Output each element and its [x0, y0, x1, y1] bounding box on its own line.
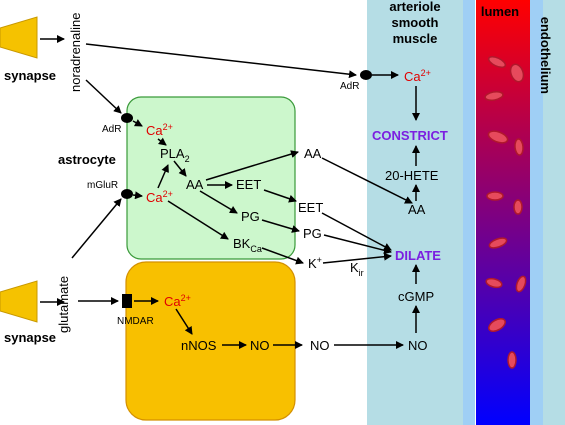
- arrow-adr-ca: [132, 119, 143, 127]
- eet-outside-label: EET: [298, 200, 323, 215]
- no-neuron-label: NO: [250, 338, 270, 353]
- pg-astrocyte-label: PG: [241, 209, 260, 224]
- arteriole-label-line1: arteriole: [389, 0, 440, 14]
- calcium-neuron: Ca2+: [164, 293, 191, 309]
- arrow-eet-dilate: [321, 212, 392, 251]
- arrow-noradrenaline-adr-muscle: [85, 43, 357, 79]
- dilate-label: DILATE: [395, 248, 441, 263]
- arrow-pg-pg: [261, 219, 300, 233]
- red-blood-cell-icon: [514, 138, 524, 156]
- outer-muscle-strip: [543, 0, 565, 425]
- arrow-ca-nnos: [175, 308, 193, 335]
- arrow-noradrenaline-adr-astro: [85, 79, 122, 114]
- lumen-label: lumen: [481, 4, 519, 19]
- trapezoid-terminal-icon: [0, 280, 38, 323]
- arrow-k-dilate: [322, 252, 392, 264]
- black-square-receptor-icon: [122, 294, 132, 308]
- arrow-aa-aa-upper: [205, 150, 299, 181]
- red-blood-cell-icon: [487, 130, 509, 144]
- aa-muscle-label: AA: [408, 202, 426, 217]
- red-blood-cell-icon: [486, 191, 504, 201]
- red-blood-cell-icon: [488, 237, 508, 249]
- arrow-aa-upper-aa-muscle: [321, 157, 413, 204]
- black-oval-receptor-icon: [121, 189, 133, 199]
- red-blood-cell-icon: [507, 351, 517, 369]
- calcium-muscle: Ca2+: [404, 68, 431, 84]
- arrow-pla2-aa: [173, 160, 187, 177]
- adr-astrocyte-label: AdR: [102, 124, 121, 135]
- red-blood-cell-icon: [484, 91, 504, 101]
- endothelium-band-right: [530, 0, 543, 425]
- arrow-ca-pla2-lower: [157, 164, 169, 189]
- synapse-top-label: synapse: [4, 68, 56, 83]
- nnos-label: nNOS: [181, 338, 217, 353]
- trapezoid-terminal-icon: [0, 16, 38, 59]
- arrow-aa-pg: [199, 190, 238, 214]
- black-oval-receptor-icon: [121, 113, 133, 123]
- k-plus-label: K+: [308, 255, 322, 271]
- red-blood-cell-icon: [488, 318, 506, 332]
- adr-muscle-label: AdR: [340, 81, 359, 92]
- pla2-label: PLA2: [160, 146, 190, 164]
- mglur-label: mGluR: [87, 180, 118, 191]
- calcium-astrocyte-lower: Ca2+: [146, 189, 173, 205]
- synapse-bottom-label: synapse: [4, 330, 56, 345]
- bkca-label: BKCa: [233, 236, 262, 254]
- arrow-pg-dilate: [323, 234, 392, 255]
- nmdar-label: NMDAR: [117, 316, 154, 327]
- blood-cells: [484, 55, 527, 369]
- no-middle-label: NO: [310, 338, 330, 353]
- arrow-mglur-ca: [132, 191, 143, 200]
- endothelium-band-left: [463, 0, 475, 425]
- arteriole-label-line3: muscle: [393, 31, 438, 46]
- arrow-ca-bk: [167, 200, 229, 240]
- aa-astrocyte-label: AA: [186, 177, 204, 192]
- red-blood-cell-icon: [509, 63, 525, 83]
- arteriole-label-line2: smooth: [392, 15, 439, 30]
- aa-upper-label: AA: [304, 146, 322, 161]
- pg-outside-label: PG: [303, 226, 322, 241]
- 20-hete-label: 20-HETE: [385, 168, 439, 183]
- arrow-ca-pla2: [157, 137, 167, 146]
- pathway-arrows: [40, 35, 420, 349]
- red-blood-cell-icon: [513, 199, 523, 215]
- arrow-bk-k: [261, 247, 304, 265]
- black-oval-receptor-icon: [360, 70, 372, 80]
- calcium-astrocyte-upper: Ca2+: [146, 122, 173, 138]
- kir-label: Kir: [350, 260, 364, 278]
- endothelium-label: endothelium: [538, 17, 553, 94]
- cgmp-label: cGMP: [398, 289, 434, 304]
- eet-astrocyte-label: EET: [236, 177, 261, 192]
- red-blood-cell-icon: [487, 55, 507, 69]
- constrict-label: CONSTRICT: [372, 128, 448, 143]
- astrocyte-label: astrocyte: [58, 152, 116, 167]
- no-muscle-label: NO: [408, 338, 428, 353]
- arteriole-muscle-region: [367, 0, 463, 425]
- arrow-eet-eet: [263, 189, 297, 203]
- noradrenaline-label: noradrenaline: [68, 12, 83, 92]
- red-blood-cell-icon: [515, 275, 527, 293]
- glutamate-label: glutamate: [56, 276, 71, 333]
- arrow-glutamate-mglur: [71, 198, 122, 259]
- red-blood-cell-icon: [485, 277, 503, 289]
